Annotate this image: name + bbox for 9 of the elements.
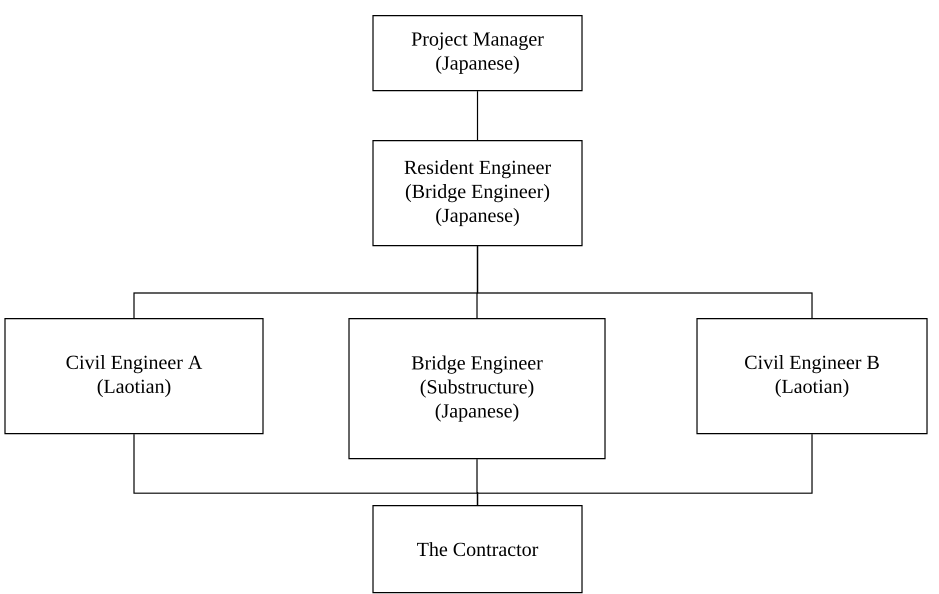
- connector-line: [476, 91, 478, 140]
- connector-line: [476, 246, 813, 318]
- connector-line: [476, 434, 813, 505]
- org-box: Civil Engineer A (Laotian): [4, 318, 264, 434]
- org-box: Project Manager (Japanese): [372, 15, 583, 92]
- org-box: The Contractor: [372, 505, 583, 594]
- org-box: Bridge Engineer (Substructure) (Japanese): [348, 318, 606, 460]
- org-box: Civil Engineer B (Laotian): [696, 318, 928, 434]
- org-box: Resident Engineer (Bridge Engineer) (Japanese): [372, 140, 583, 246]
